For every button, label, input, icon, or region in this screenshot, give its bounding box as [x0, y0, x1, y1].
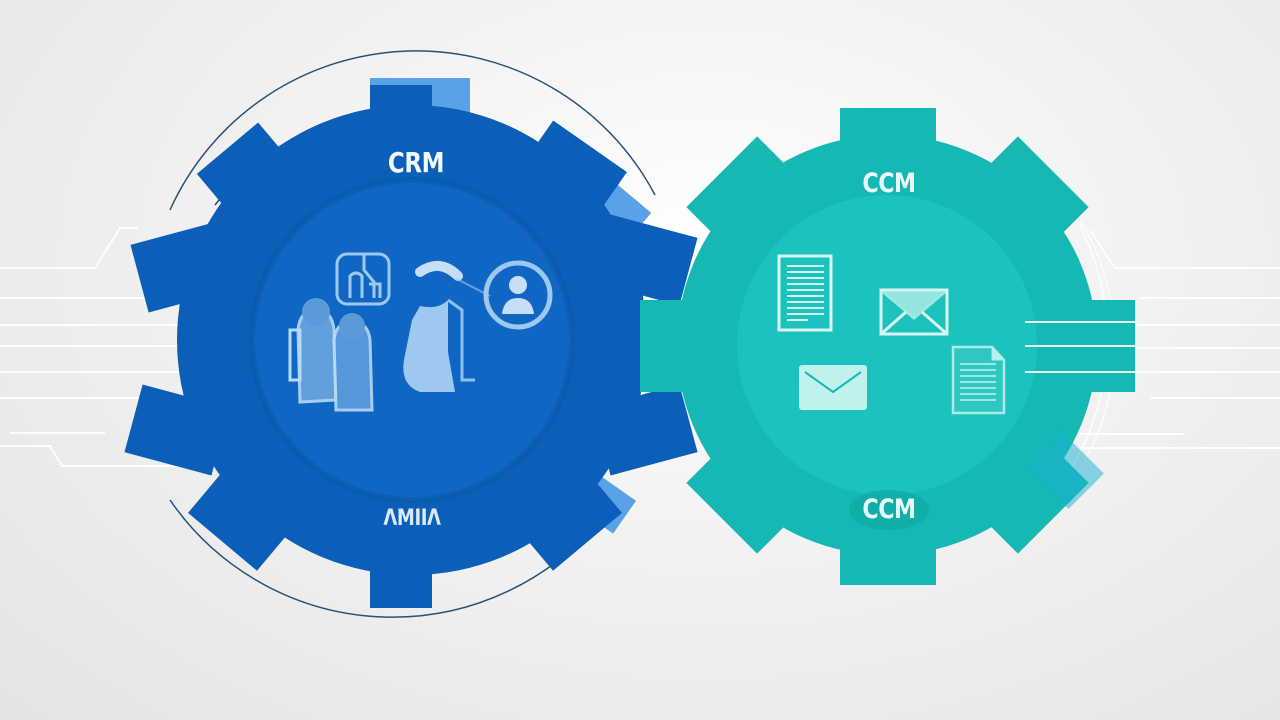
- ccm-top-label: CCM: [862, 168, 916, 199]
- circuit-lines-left: [0, 227, 200, 467]
- envelope-open-icon: [879, 288, 949, 336]
- user-profile-icon: [483, 260, 553, 330]
- building-icon: [335, 252, 391, 306]
- ccm-gear: [640, 108, 1135, 585]
- document-page-icon: [951, 345, 1006, 415]
- ccm-bottom-label-bg: [849, 490, 929, 530]
- crm-bottom-label: ΛMIIΛ: [383, 506, 441, 531]
- envelope-icon: [799, 365, 867, 410]
- document-icon: [777, 254, 833, 332]
- ccm-bottom-label: CCM: [862, 494, 916, 525]
- crm-top-label: CRM: [387, 146, 445, 179]
- people-icon: [288, 298, 374, 412]
